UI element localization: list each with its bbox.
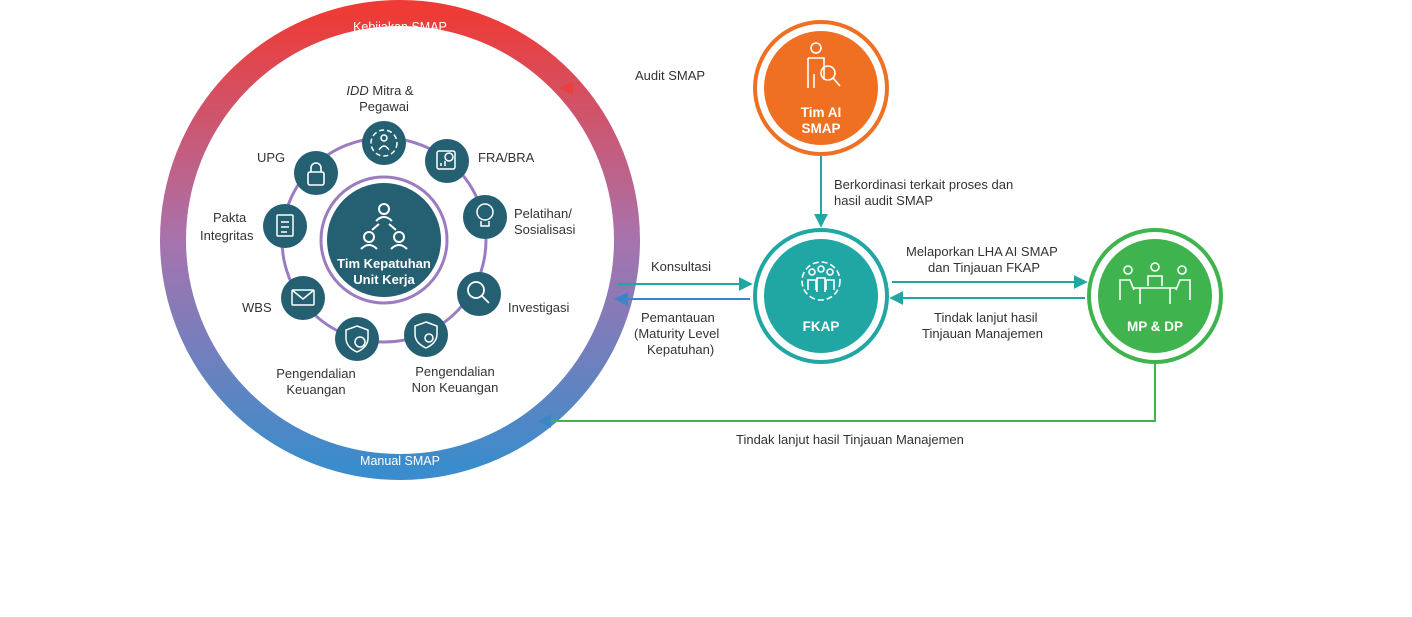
element-4-line1: Pengendalian [415, 364, 495, 379]
center-node: Tim Kepatuhan Unit Kerja [319, 175, 449, 305]
element-0-line1: IDD Mitra & [346, 83, 414, 98]
element-3: Investigasi [457, 272, 570, 316]
lightbulb-brain-icon [476, 203, 494, 227]
fkap-label: FKAP [803, 319, 840, 334]
arrow-pemantauan-line3: Kepatuhan) [647, 342, 714, 357]
center-label-line2: Unit Kerja [353, 272, 415, 287]
element-1: FRA/BRA [425, 139, 535, 183]
arrow-koordinasi-line1: Berkordinasi terkait proses dan [834, 177, 1013, 192]
element-0: IDD Mitra & Pegawai [346, 83, 414, 165]
arrow-tindak-fkap-line1: Tindak lanjut hasil [934, 310, 1038, 325]
element-4: Pengendalian Non Keuangan [404, 313, 498, 395]
arrow-konsultasi-label: Konsultasi [651, 259, 711, 274]
tim-ai-node: Tim AI SMAP [753, 20, 889, 156]
document-icon [276, 214, 294, 237]
lock-icon [307, 162, 325, 186]
arrow-tindak-bottom: Tindak lanjut hasil Tinjauan Manajemen [537, 364, 1156, 447]
fkap-node: FKAP [753, 228, 889, 364]
meeting-table-icon [1119, 262, 1191, 304]
arrow-melaporkan-line2: dan Tinjauan FKAP [928, 260, 1040, 275]
arrow-melaporkan-line1: Melaporkan LHA AI SMAP [906, 244, 1058, 259]
tim-ai-line2: SMAP [801, 121, 840, 136]
mp-dp-node: MP & DP [1087, 228, 1223, 364]
auditor-magnifier-icon [807, 42, 841, 88]
tim-ai-line1: Tim AI [801, 105, 842, 120]
element-2-line2: Sosialisasi [514, 222, 576, 237]
arrow-pemantauan: Pemantauan (Maturity Level Kepatuhan) [614, 292, 750, 357]
element-7-line1: Pakta [213, 210, 247, 225]
risk-analysis-icon [436, 150, 456, 170]
arrow-tindak-bottom-label: Tindak lanjut hasil Tinjauan Manajemen [736, 432, 964, 447]
element-8-label: UPG [257, 150, 285, 165]
arrow-koordinasi-line2: hasil audit SMAP [834, 193, 933, 208]
element-0-line2: Pegawai [359, 99, 409, 114]
element-7-line2: Integritas [200, 228, 254, 243]
element-6: WBS [242, 276, 325, 320]
team-network-icon [360, 203, 408, 250]
arrow-koordinasi: Berkordinasi terkait proses dan hasil au… [814, 156, 1013, 228]
people-target-icon [370, 129, 398, 157]
center-label-line1: Tim Kepatuhan [337, 256, 431, 271]
smap-ring: Kebijakan SMAP Manual SMAP [160, 0, 640, 480]
element-5-line1: Pengendalian [276, 366, 356, 381]
arrow-audit-label: Audit SMAP [635, 68, 705, 83]
arrow-tindak-fkap-line2: Tinjauan Manajemen [922, 326, 1043, 341]
arrow-pemantauan-line2: (Maturity Level [634, 326, 719, 341]
element-8: UPG [257, 150, 338, 195]
element-6-label: WBS [242, 300, 272, 315]
arrow-audit: Audit SMAP [559, 68, 752, 95]
mail-icon [291, 289, 315, 306]
ring-bottom-label: Manual SMAP [360, 454, 440, 468]
element-2-line1: Pelatihan/ [514, 206, 572, 221]
element-5-line2: Keuangan [286, 382, 345, 397]
shield-star-icon [414, 321, 438, 349]
element-7: Pakta Integritas [200, 204, 307, 248]
element-3-label: Investigasi [508, 300, 570, 315]
gear-people-icon [801, 261, 841, 301]
arrow-tindak-fkap: Tindak lanjut hasil Tinjauan Manajemen [889, 291, 1085, 341]
arrow-pemantauan-line1: Pemantauan [641, 310, 715, 325]
arrow-konsultasi: Konsultasi [617, 259, 753, 291]
element-4-line2: Non Keuangan [412, 380, 499, 395]
mp-dp-label: MP & DP [1127, 319, 1183, 334]
element-5: Pengendalian Keuangan [276, 317, 379, 397]
shield-dollar-icon [345, 325, 369, 353]
magnifier-person-icon [467, 281, 490, 304]
arrow-melaporkan: Melaporkan LHA AI SMAP dan Tinjauan FKAP [892, 244, 1088, 289]
element-2: Pelatihan/ Sosialisasi [463, 195, 576, 239]
ring-top-label: Kebijakan SMAP [353, 20, 447, 34]
element-1-label: FRA/BRA [478, 150, 535, 165]
